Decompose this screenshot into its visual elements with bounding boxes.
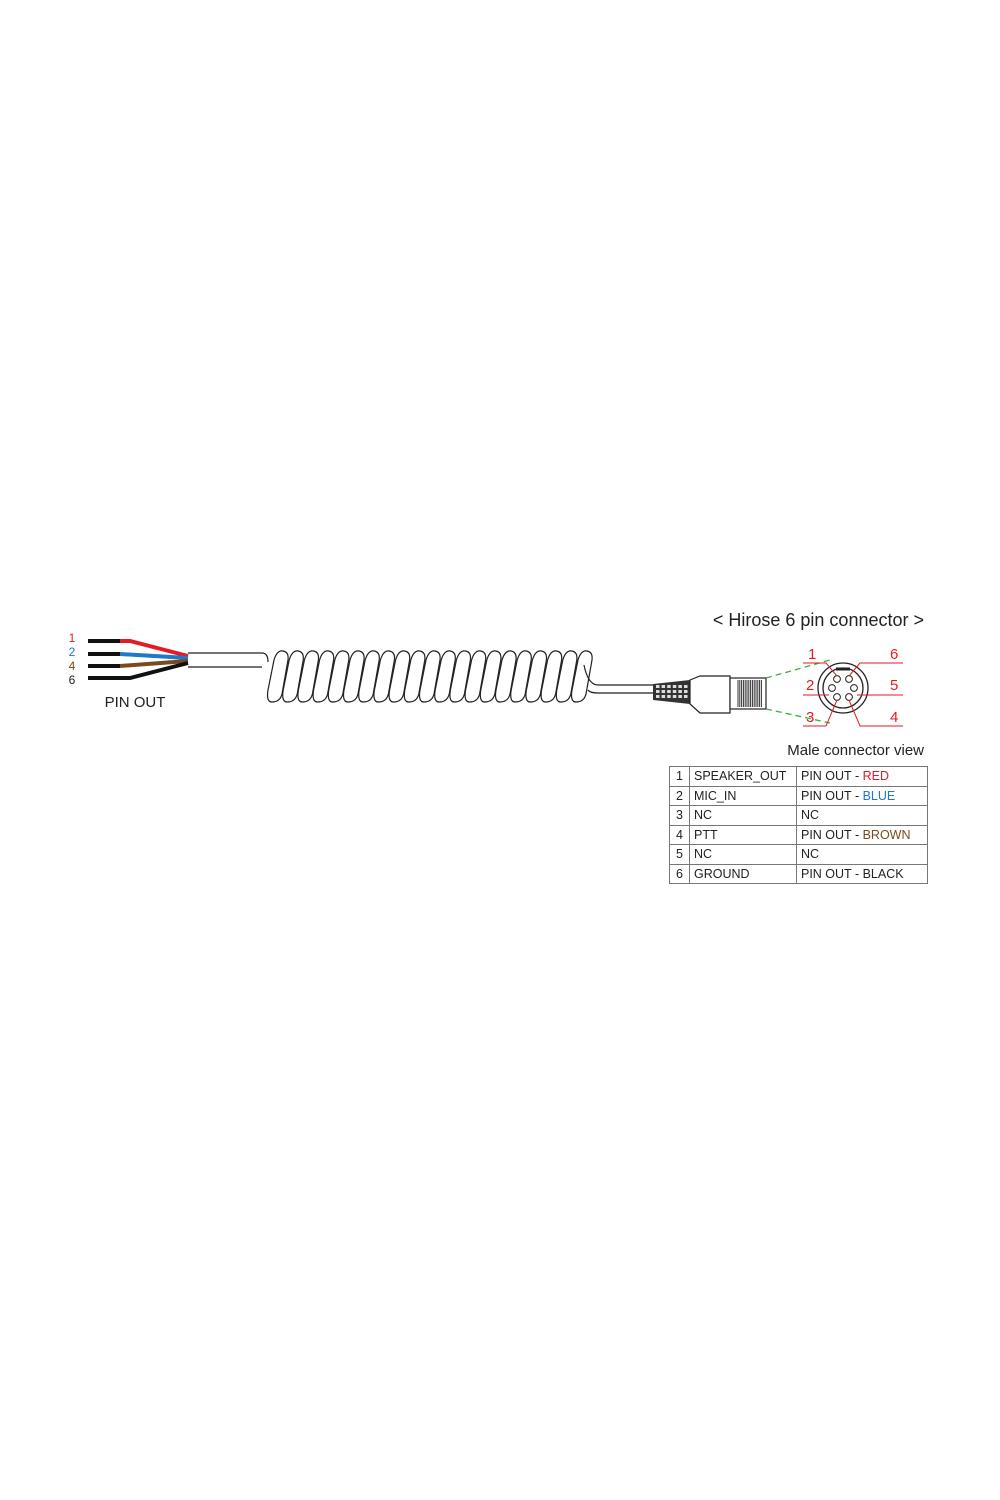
pin-number: 6 <box>669 863 690 884</box>
coil-loop <box>525 650 548 703</box>
cable-to-connector <box>583 664 655 694</box>
pin-labels: 1 2 3 4 5 6 <box>806 646 898 726</box>
wire-color-name: BLUE <box>862 788 896 803</box>
coil-loop <box>403 650 426 703</box>
pin-label-6: 6 <box>890 646 898 663</box>
pin-number: 3 <box>669 805 690 826</box>
relief-grip <box>672 685 677 688</box>
wire-label-4: 4 <box>69 659 76 673</box>
coil-loop <box>282 650 304 703</box>
relief-grip <box>661 695 666 698</box>
pin-out-label: PIN OUT <box>105 694 166 711</box>
coil-loop <box>418 650 441 703</box>
relief-grip <box>656 695 660 698</box>
wire-ends <box>88 639 189 680</box>
wire-label-2: 2 <box>69 645 76 659</box>
wire-assignment: NC <box>796 805 928 826</box>
pin-label-3: 3 <box>806 709 814 726</box>
relief-grip <box>667 685 671 688</box>
pin-leaders <box>803 662 903 727</box>
relief-grip <box>667 690 671 693</box>
signal-name: NC <box>689 805 797 826</box>
pin-number: 1 <box>669 766 690 787</box>
relief-grip <box>678 690 682 693</box>
relief-grip <box>678 695 682 698</box>
wire-assignment: PIN OUT - BLACK <box>796 863 928 884</box>
signal-name: MIC_IN <box>689 785 797 806</box>
pin-label-2: 2 <box>806 677 814 694</box>
wire-assignment: PIN OUT - BLUE <box>796 785 928 806</box>
cable-straight <box>188 652 269 668</box>
pin-number: 2 <box>669 785 690 806</box>
coil-loop <box>555 650 578 703</box>
coiled-cable <box>266 650 593 703</box>
signal-name: PTT <box>689 824 797 845</box>
table-row: 2 MIC_IN PIN OUT - BLUE <box>669 785 928 806</box>
wire-prefix: PIN OUT - <box>801 866 863 881</box>
wire-prefix: PIN OUT - <box>801 827 863 842</box>
relief-grip <box>656 690 660 693</box>
male-connector-view-label: Male connector view <box>787 742 924 759</box>
wire-assignment: PIN OUT - RED <box>796 766 928 787</box>
wire-prefix: PIN OUT - <box>801 769 863 784</box>
pin-label-4: 4 <box>890 709 898 726</box>
coil-loop <box>570 650 593 703</box>
table-row: 1 SPEAKER_OUT PIN OUT - RED <box>669 766 928 787</box>
coil-loop <box>297 650 320 703</box>
signal-name: NC <box>689 844 797 865</box>
pin-label-1: 1 <box>808 646 816 663</box>
wire-assignment: PIN OUT - BROWN <box>796 824 928 845</box>
coil-loop <box>388 650 411 703</box>
coil-loop <box>479 650 502 703</box>
projection-lines <box>765 659 831 724</box>
wire-assignment: NC <box>796 844 928 865</box>
table-row: 5 NC NC <box>669 844 928 865</box>
signal-name: SPEAKER_OUT <box>689 766 797 787</box>
relief-grip <box>678 685 682 688</box>
wire-label-1: 1 <box>69 631 76 645</box>
signal-name: GROUND <box>689 863 797 884</box>
wire-color-name: BLACK <box>862 866 904 881</box>
coil-loop <box>266 650 289 703</box>
relief-grip <box>672 690 677 693</box>
coil-loop <box>342 650 365 703</box>
pin-label-5: 5 <box>890 677 898 694</box>
connector-face <box>817 662 869 714</box>
relief-grip <box>684 690 688 693</box>
coil-loop <box>312 650 335 703</box>
coil-loop <box>494 650 517 703</box>
wire-prefix: NC <box>801 808 820 823</box>
strain-relief <box>653 680 690 704</box>
coil-loop <box>510 650 532 703</box>
wire-prefix: NC <box>801 847 820 862</box>
relief-grip <box>656 685 660 688</box>
coil-loop <box>449 650 472 703</box>
coil-loop <box>464 650 487 703</box>
table-row: 4 PTT PIN OUT - BROWN <box>669 824 928 845</box>
table-row: 3 NC NC <box>669 805 928 826</box>
connector-knurl <box>729 677 767 710</box>
coil-loop <box>373 650 396 703</box>
connector-body <box>689 675 731 714</box>
coil-loop <box>540 650 563 703</box>
pin-number: 4 <box>669 824 690 845</box>
relief-grip <box>684 685 688 688</box>
pin-number: 5 <box>669 844 690 865</box>
wire-color-name: RED <box>862 769 889 784</box>
relief-grip <box>672 695 677 698</box>
relief-grip <box>661 690 666 693</box>
coil-loop <box>358 650 380 703</box>
wire-label-6: 6 <box>69 673 76 687</box>
relief-grip <box>667 695 671 698</box>
wire-color-name: BROWN <box>862 827 911 842</box>
wire-prefix: PIN OUT - <box>801 788 863 803</box>
coil-loop <box>434 650 456 703</box>
relief-grip <box>684 695 688 698</box>
table-row: 6 GROUND PIN OUT - BLACK <box>669 863 928 884</box>
relief-grip <box>661 685 666 688</box>
connector-title: < Hirose 6 pin connector > <box>713 610 924 630</box>
coil-loop <box>327 650 350 703</box>
